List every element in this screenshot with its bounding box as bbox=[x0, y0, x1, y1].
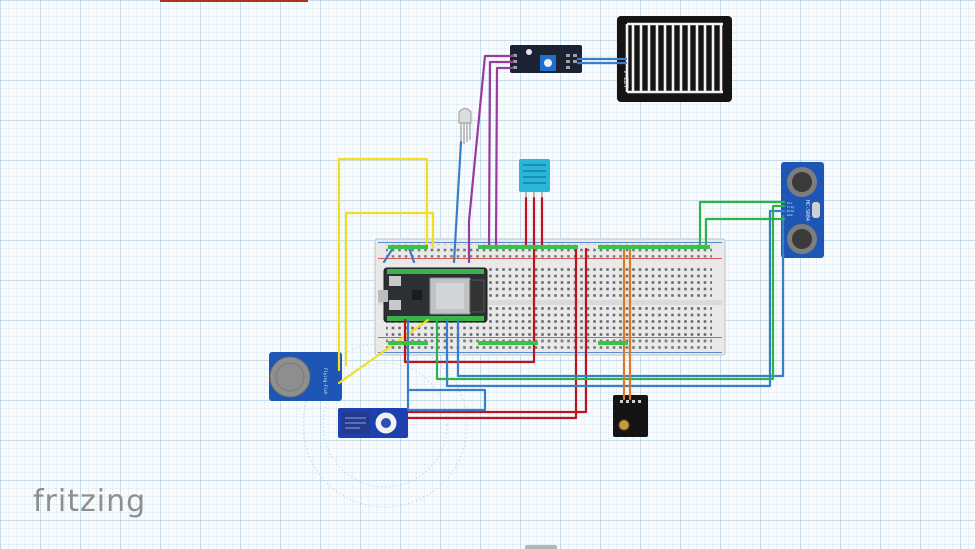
wire-blue-9[interactable] bbox=[407, 246, 416, 264]
breadboard[interactable] bbox=[374, 238, 726, 356]
wires bbox=[337, 54, 786, 420]
servo-motor[interactable] bbox=[338, 408, 408, 438]
wire-purple-3[interactable] bbox=[494, 66, 515, 249]
wire-blue-8[interactable] bbox=[382, 246, 395, 264]
gas-sensor-module[interactable]: Flying-Fish bbox=[269, 352, 342, 401]
wire-yellow-1[interactable] bbox=[337, 157, 429, 372]
wire-red-5[interactable] bbox=[406, 247, 578, 420]
wire-yellow-2[interactable] bbox=[344, 211, 435, 367]
fritzing-logo: fritzing bbox=[33, 484, 147, 519]
esp32-dev-board[interactable] bbox=[378, 267, 488, 323]
wire-blue-1[interactable] bbox=[452, 140, 463, 264]
wire-blue-3[interactable] bbox=[406, 388, 487, 412]
wire-yellow-3[interactable] bbox=[337, 318, 430, 385]
wire-green-2[interactable] bbox=[698, 200, 786, 249]
rail-pin-highlights bbox=[388, 245, 710, 345]
gas-sensor-label: Flying-Fish bbox=[323, 368, 328, 395]
wire-blue-5[interactable] bbox=[456, 214, 785, 378]
servo-rotation-guide bbox=[302, 342, 468, 508]
rgb-led[interactable] bbox=[458, 108, 472, 145]
horizontal-scrollbar-thumb[interactable] bbox=[525, 545, 557, 549]
hc-sr04-pin-gnd: Gnd bbox=[787, 213, 793, 217]
hc-sr04[interactable]: HC-SR04 Vcc Trig Echo Gnd bbox=[781, 162, 824, 258]
joystick-module[interactable] bbox=[613, 395, 648, 437]
rain-sensor-plate[interactable]: v-ΣΣΤ bbox=[617, 16, 732, 102]
rain-plate-label: v-ΣΣΤ bbox=[622, 70, 629, 88]
wire-purple-2[interactable] bbox=[487, 60, 515, 249]
wire-red-4[interactable] bbox=[406, 247, 588, 414]
wire-purple-1[interactable] bbox=[467, 54, 515, 264]
dht11-sensor[interactable] bbox=[519, 159, 550, 198]
rain-sensor-module[interactable] bbox=[510, 45, 582, 73]
active-tab-indicator[interactable] bbox=[160, 0, 308, 2]
hc-sr04-pin-trig: Trig bbox=[787, 205, 794, 209]
wire-green-3[interactable] bbox=[704, 217, 786, 249]
hc-sr04-pin-vcc: Vcc bbox=[787, 201, 793, 205]
hc-sr04-label: HC-SR04 bbox=[804, 200, 810, 221]
hc-sr04-pin-echo: Echo bbox=[787, 209, 794, 213]
wire-green-1[interactable] bbox=[435, 204, 786, 381]
wire-blue-4[interactable] bbox=[445, 209, 786, 388]
